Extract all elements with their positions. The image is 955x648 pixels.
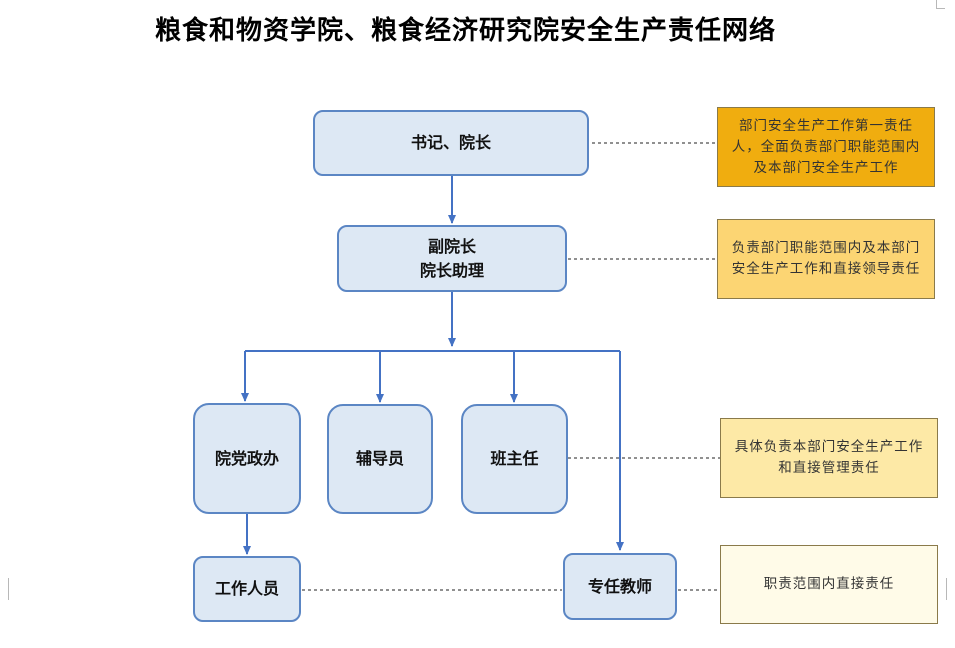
page-corner-mark-br bbox=[946, 578, 955, 600]
node-staff-label: 工作人员 bbox=[214, 579, 279, 598]
node-staff: 工作人员 bbox=[193, 556, 301, 622]
node-deputy-label-1: 副院长 bbox=[427, 236, 476, 256]
node-office: 院党政办 bbox=[193, 403, 301, 514]
page-title: 粮食和物资学院、粮食经济研究院安全生产责任网络 bbox=[154, 16, 776, 46]
node-counselor: 辅导员 bbox=[327, 404, 433, 514]
page-corner-mark-tl bbox=[936, 0, 945, 9]
node-deputy-label-2: 院长助理 bbox=[419, 260, 484, 280]
node-head-teacher: 班主任 bbox=[461, 404, 568, 514]
note-teacher-text: 职责范围内直接责任 bbox=[763, 576, 895, 592]
node-teacher: 专任教师 bbox=[563, 553, 677, 620]
note-deputy: 负责部门职能范围内及本部门安全生产工作和直接领导责任 bbox=[717, 219, 935, 299]
node-office-label: 院党政办 bbox=[214, 448, 279, 468]
node-deputy: 副院长 院长助理 bbox=[337, 225, 567, 292]
node-counselor-label: 辅导员 bbox=[355, 449, 404, 468]
node-leader-label: 书记、院长 bbox=[410, 133, 491, 152]
node-leader: 书记、院长 bbox=[313, 110, 589, 176]
note-middle-text: 具体负责本部门安全生产工作和直接管理责任 bbox=[734, 439, 924, 476]
note-leader-text: 部门安全生产工作第一责任人，全面负责部门职能范围内及本部门安全生产工作 bbox=[731, 117, 921, 176]
note-middle: 具体负责本部门安全生产工作和直接管理责任 bbox=[720, 418, 938, 498]
node-teacher-label: 专任教师 bbox=[587, 576, 652, 596]
note-leader: 部门安全生产工作第一责任人，全面负责部门职能范围内及本部门安全生产工作 bbox=[717, 107, 935, 187]
note-teacher: 职责范围内直接责任 bbox=[720, 545, 938, 624]
node-head-teacher-label: 班主任 bbox=[490, 449, 539, 468]
note-deputy-text: 负责部门职能范围内及本部门安全生产工作和直接领导责任 bbox=[731, 240, 921, 277]
page-corner-mark-bl bbox=[0, 578, 9, 600]
